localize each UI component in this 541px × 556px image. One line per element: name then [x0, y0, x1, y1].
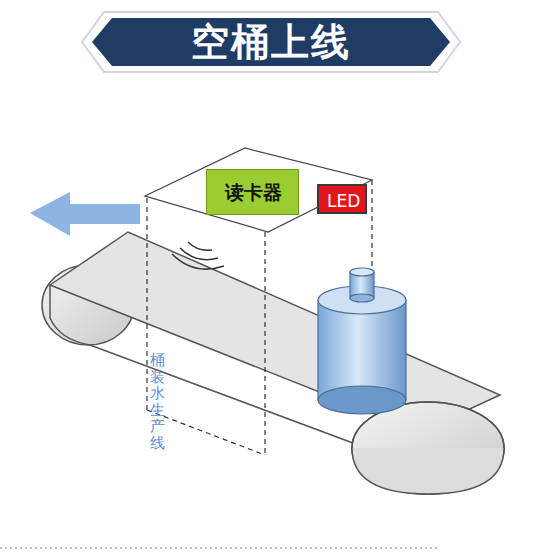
radio-waves: [172, 242, 224, 269]
conveyor: [42, 232, 504, 494]
led-display-box: LED: [317, 184, 367, 214]
node-text: LED: [327, 191, 357, 211]
title: 空桶上线: [191, 17, 351, 68]
divider-line: [0, 548, 440, 549]
flow-arrow: [30, 192, 140, 236]
title-banner: [82, 12, 460, 72]
reader-mount-plane: [145, 148, 372, 232]
node-text: 读卡器: [225, 180, 280, 206]
card-reader-box: 读卡器: [206, 169, 299, 215]
water-bucket: [318, 268, 406, 414]
production-line-label: 桶装水生产线: [150, 352, 165, 451]
